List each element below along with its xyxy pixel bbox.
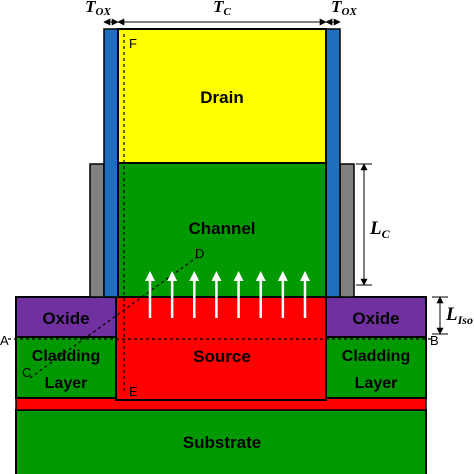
cladding-right-label-line2: Layer <box>355 375 398 392</box>
point-f-label: F <box>129 36 137 51</box>
current-arrow-head <box>189 271 200 281</box>
current-arrow-head <box>233 271 244 281</box>
cladding-left-label-line1: Cladding <box>32 348 100 365</box>
oxide-right-label: Oxide <box>352 309 399 328</box>
channel-label: Channel <box>188 219 255 238</box>
gate-metal-right <box>339 163 355 298</box>
point-a-label: A <box>0 333 9 348</box>
oxide-right-block <box>325 296 427 338</box>
drain-label: Drain <box>200 88 243 107</box>
substrate-label: Substrate <box>183 433 261 452</box>
substrate-region <box>15 409 427 474</box>
current-arrow-head <box>277 271 288 281</box>
current-arrow-head <box>145 271 155 281</box>
tox-right-label: TOX <box>331 0 357 18</box>
current-arrow-head <box>211 271 222 281</box>
cladding-left-block <box>15 336 117 399</box>
current-arrows <box>145 271 310 318</box>
lc-label: LC <box>369 218 391 241</box>
gate-oxide-left <box>103 28 119 298</box>
current-arrow-head <box>300 271 310 281</box>
current-arrow-head <box>167 271 178 281</box>
point-d-label: D <box>195 246 204 261</box>
cladding-left-label-line2: Layer <box>45 375 88 392</box>
gate-metal-left <box>89 163 105 298</box>
liso-label: LIso <box>445 304 473 327</box>
cladding-right-block <box>325 336 427 399</box>
point-b-label: B <box>430 333 439 348</box>
oxide-left-label: Oxide <box>42 309 89 328</box>
point-e-label: E <box>129 384 138 399</box>
gate-oxide-right <box>325 28 341 298</box>
point-c-label: C <box>22 365 31 380</box>
tc-label: TC <box>213 0 231 18</box>
cladding-right-label-line1: Cladding <box>342 348 410 365</box>
tox-left-label: TOX <box>85 0 111 18</box>
source-label: Source <box>193 347 251 366</box>
channel-region <box>117 162 327 298</box>
current-arrow-head <box>255 271 266 281</box>
